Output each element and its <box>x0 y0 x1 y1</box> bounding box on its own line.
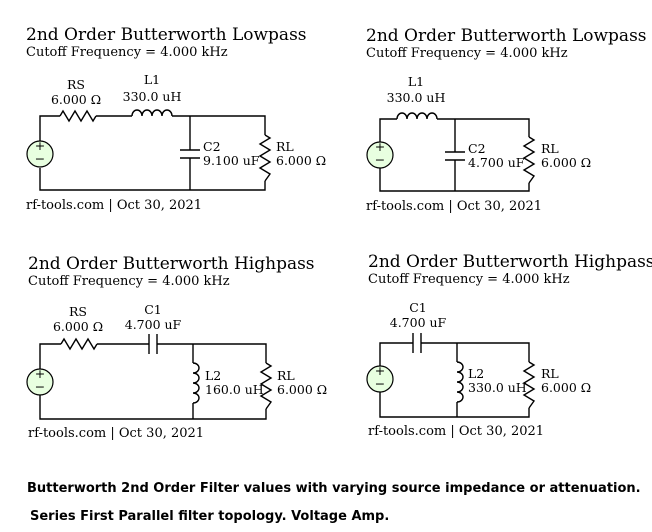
inductor-symbol <box>396 112 438 120</box>
shunt-element-name: L2 <box>468 366 484 381</box>
series-element-name: L1 <box>144 72 160 87</box>
capacitor-symbol <box>412 333 422 353</box>
load-name: RL <box>277 368 295 383</box>
load-value: 6.000 Ω <box>276 153 326 168</box>
load-name: RL <box>541 141 559 156</box>
source-resistor-value: 6.000 Ω <box>53 319 103 334</box>
circuit-wires <box>39 343 267 420</box>
circuit-wires <box>39 115 266 191</box>
series-element-value: 4.700 uF <box>390 315 447 330</box>
svg-text:−: − <box>375 376 385 391</box>
series-element-name: L1 <box>408 74 424 89</box>
credit-text: rf-tools.com | Oct 30, 2021 <box>366 199 542 214</box>
panel-subtitle: Cutoff Frequency = 4.000 kHz <box>28 274 230 289</box>
inductor-symbol <box>131 109 173 117</box>
load-resistor-symbol <box>258 134 272 182</box>
panel-subtitle: Cutoff Frequency = 4.000 kHz <box>368 272 570 287</box>
capacitor-symbol <box>445 151 465 161</box>
circuit-wires <box>379 342 530 418</box>
inductor-symbol <box>192 362 200 404</box>
series-element-value: 4.700 uF <box>125 317 182 332</box>
load-name: RL <box>276 139 294 154</box>
load-value: 6.000 Ω <box>541 380 591 395</box>
svg-text:+: + <box>375 363 385 378</box>
load-resistor-symbol <box>522 361 536 409</box>
voltage-source-symbol: + − <box>366 139 394 169</box>
load-resistor-symbol <box>522 136 536 184</box>
shunt-element-name: C2 <box>203 139 221 154</box>
series-element-value: 330.0 uH <box>387 90 446 105</box>
load-value: 6.000 Ω <box>541 155 591 170</box>
source-resistor-symbol <box>59 109 97 123</box>
series-element-name: C1 <box>144 302 162 317</box>
voltage-source-symbol: + − <box>26 138 54 168</box>
caption-line-1: Butterworth 2nd Order Filter values with… <box>27 481 641 496</box>
svg-text:−: − <box>375 152 385 167</box>
shunt-element-name: C2 <box>468 141 486 156</box>
load-value: 6.000 Ω <box>277 382 327 397</box>
voltage-source-symbol: + − <box>366 363 394 393</box>
panel-title: 2nd Order Butterworth Highpass <box>368 252 652 272</box>
series-element-value: 330.0 uH <box>123 89 182 104</box>
shunt-element-value: 160.0 uH <box>205 382 264 397</box>
shunt-element-name: L2 <box>205 368 221 383</box>
shunt-element-value: 9.100 uF <box>203 153 260 168</box>
load-name: RL <box>541 366 559 381</box>
capacitor-symbol <box>148 334 158 354</box>
panel-title: 2nd Order Butterworth Lowpass <box>26 25 307 45</box>
panel-title: 2nd Order Butterworth Lowpass <box>366 26 647 46</box>
svg-text:−: − <box>35 151 45 166</box>
panel-title: 2nd Order Butterworth Highpass <box>28 254 315 274</box>
inductor-symbol <box>456 361 464 403</box>
credit-text: rf-tools.com | Oct 30, 2021 <box>28 426 204 441</box>
circuit-wires <box>379 118 530 192</box>
panel-highpass-no-source-resistor: 2nd Order Butterworth Highpass Cutoff Fr… <box>366 252 652 439</box>
panel-lowpass-with-source-resistor: 2nd Order Butterworth Lowpass Cutoff Fre… <box>26 25 326 213</box>
panel-highpass-with-source-resistor: 2nd Order Butterworth Highpass Cutoff Fr… <box>26 254 327 441</box>
caption-line-2: Series First Parallel filter topology. V… <box>30 509 390 524</box>
svg-text:+: + <box>375 139 385 154</box>
source-resistor-name: RS <box>69 304 87 319</box>
svg-text:−: − <box>35 379 45 394</box>
svg-text:+: + <box>35 138 45 153</box>
source-resistor-name: RS <box>67 77 85 92</box>
load-resistor-symbol <box>259 362 273 410</box>
svg-text:+: + <box>35 366 45 381</box>
panel-subtitle: Cutoff Frequency = 4.000 kHz <box>26 45 228 60</box>
credit-text: rf-tools.com | Oct 30, 2021 <box>368 424 544 439</box>
voltage-source-symbol: + − <box>26 366 54 396</box>
source-resistor-symbol <box>60 337 98 351</box>
source-resistor-value: 6.000 Ω <box>51 92 101 107</box>
shunt-element-value: 330.0 uH <box>468 380 527 395</box>
panel-subtitle: Cutoff Frequency = 4.000 kHz <box>366 46 568 61</box>
credit-text: rf-tools.com | Oct 30, 2021 <box>26 198 202 213</box>
capacitor-symbol <box>180 149 200 159</box>
panel-lowpass-no-source-resistor: 2nd Order Butterworth Lowpass Cutoff Fre… <box>366 26 647 214</box>
shunt-element-value: 4.700 uF <box>468 155 525 170</box>
series-element-name: C1 <box>409 300 427 315</box>
